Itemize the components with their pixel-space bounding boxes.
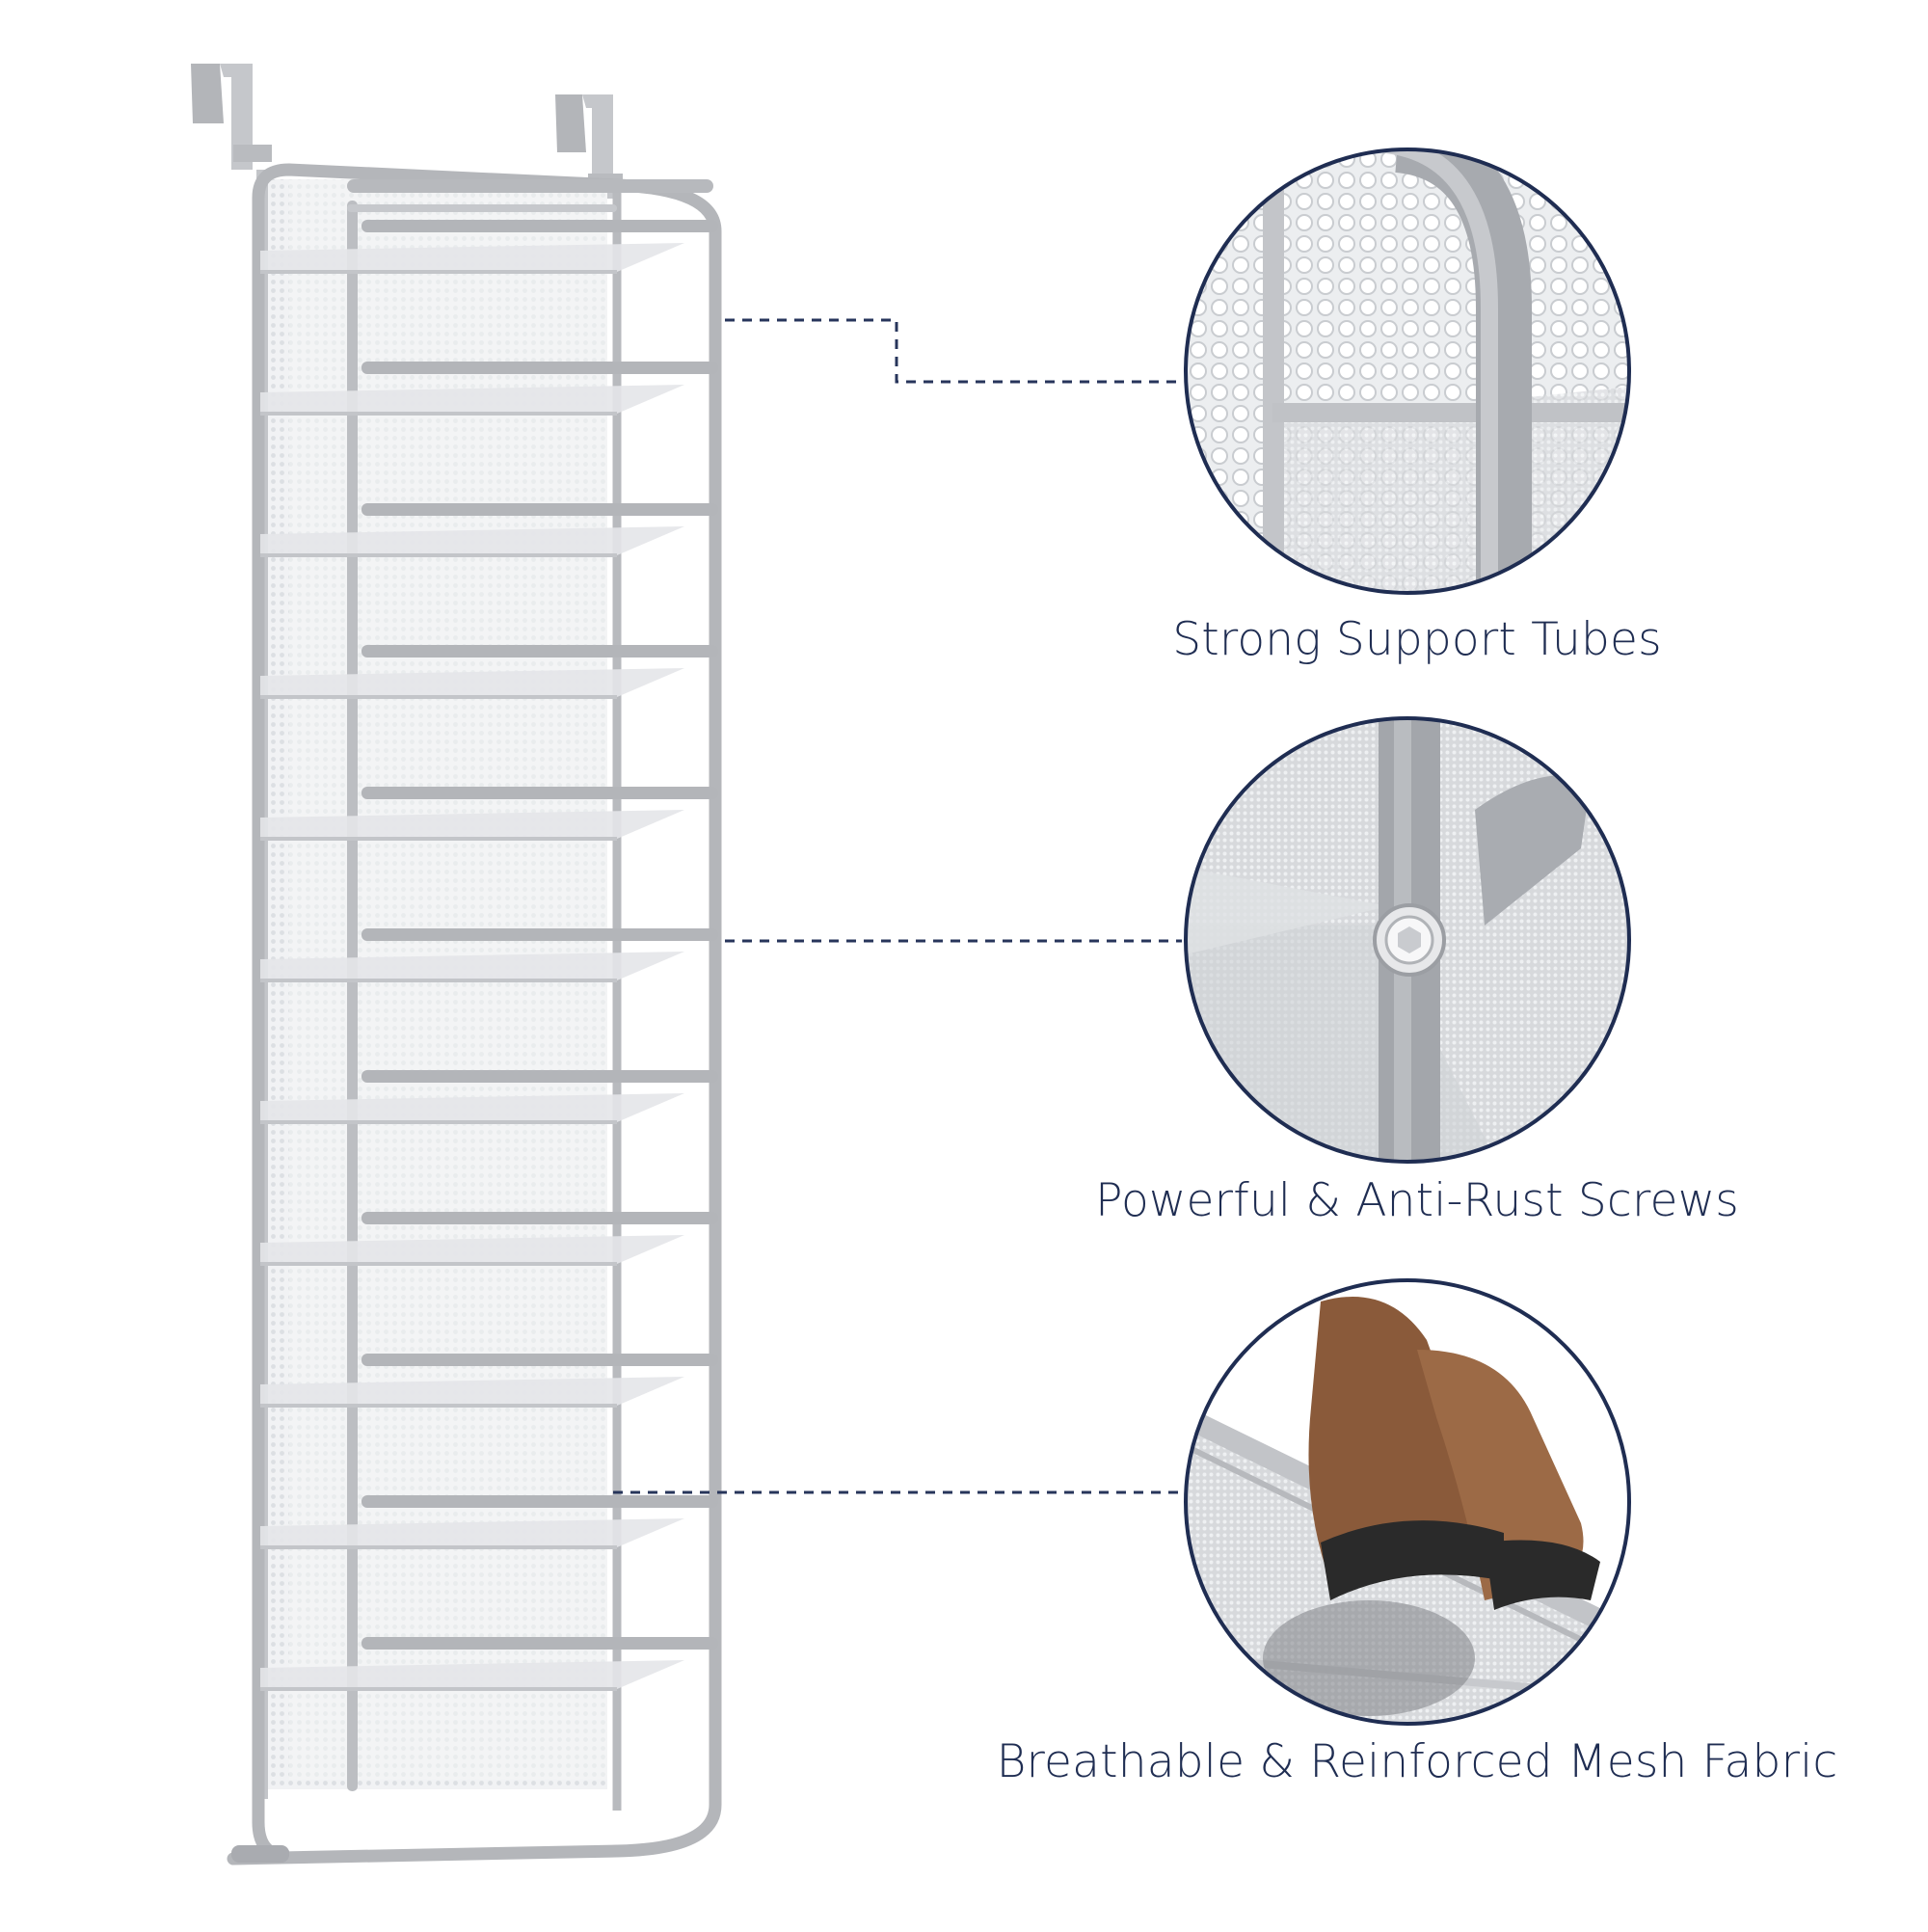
shelves (260, 220, 718, 1691)
shoe-rack (191, 64, 722, 1865)
circle-border (1184, 716, 1631, 1164)
caption-strong-support-tubes: Strong Support Tubes (1172, 613, 1662, 666)
callout-line-tubes (725, 318, 1182, 384)
caption-reinforced-mesh-fabric: Breathable & Reinforced Mesh Fabric (996, 1735, 1838, 1788)
tube-detail-circle (1184, 148, 1631, 595)
caption-anti-rust-screws: Powerful & Anti-Rust Screws (1095, 1174, 1739, 1227)
circle-border (1184, 1278, 1631, 1726)
door-hook-left (191, 64, 272, 170)
circle-border (1184, 148, 1631, 595)
boot-icon (1308, 1297, 1483, 1581)
screw-detail-circle (1184, 716, 1631, 1164)
mesh-detail-circle (1184, 1278, 1631, 1726)
sole (1321, 1520, 1504, 1600)
bottom-base (227, 1758, 722, 1865)
callout-lines (613, 318, 1182, 1494)
front-pole (347, 201, 358, 1791)
